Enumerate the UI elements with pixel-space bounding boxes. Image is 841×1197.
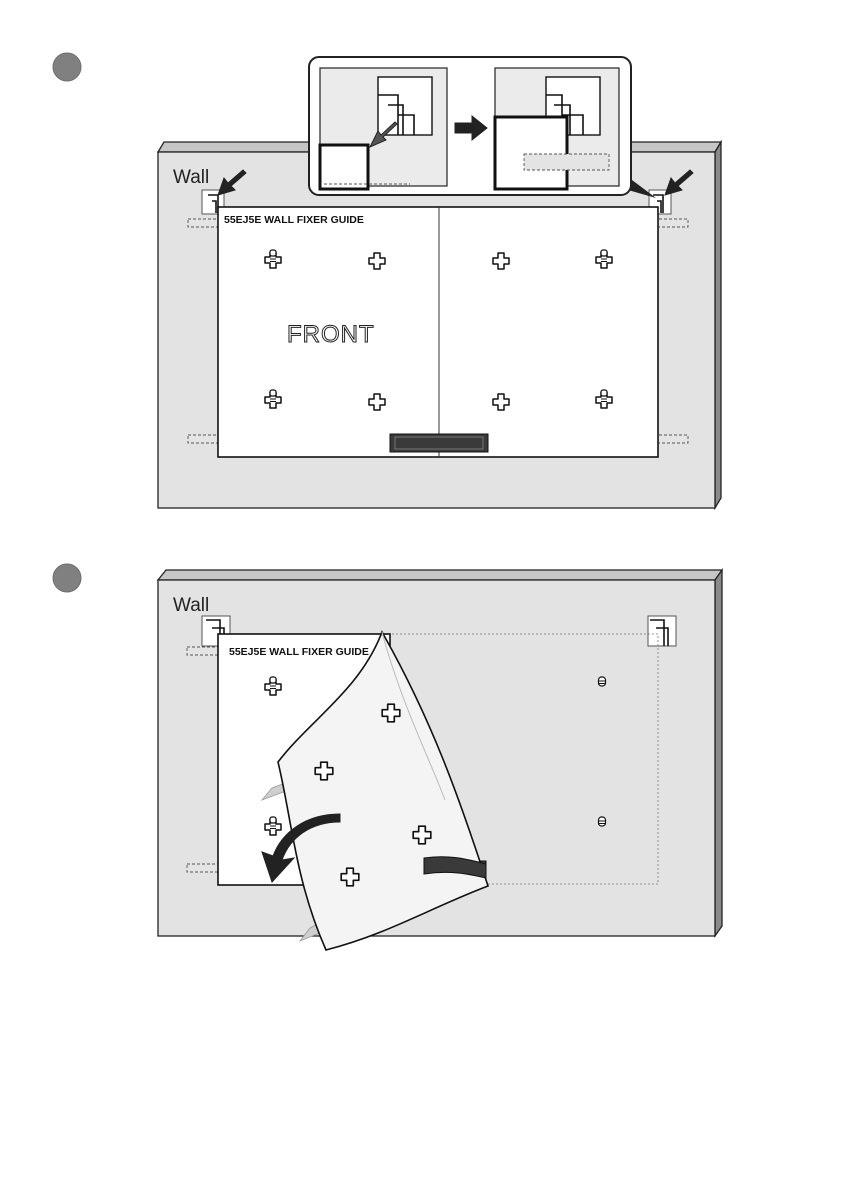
wall-label: Wall bbox=[173, 167, 209, 188]
step-1-marker bbox=[53, 53, 81, 81]
wall-label: Wall bbox=[173, 595, 209, 616]
guide-title: 55EJ5E WALL FIXER GUIDE bbox=[224, 214, 364, 226]
step-2: Wall 55EJ5E WALL FIXER GUIDE bbox=[53, 564, 722, 950]
detail-callout bbox=[309, 57, 656, 198]
bracket-icon bbox=[648, 616, 676, 646]
front-label: FRONT bbox=[287, 321, 375, 348]
wall-fixer-guide-sheet: 55EJ5E WALL FIXER GUIDE FRONT bbox=[218, 207, 658, 457]
step-1: Wall 55EJ5E WALL FIXER GUIDE FRONT bbox=[53, 53, 721, 508]
guide-title: 55EJ5E WALL FIXER GUIDE bbox=[229, 646, 369, 658]
screw-hole-icon bbox=[599, 817, 606, 826]
step-2-marker bbox=[53, 564, 81, 592]
screw-hole-icon bbox=[599, 677, 606, 686]
